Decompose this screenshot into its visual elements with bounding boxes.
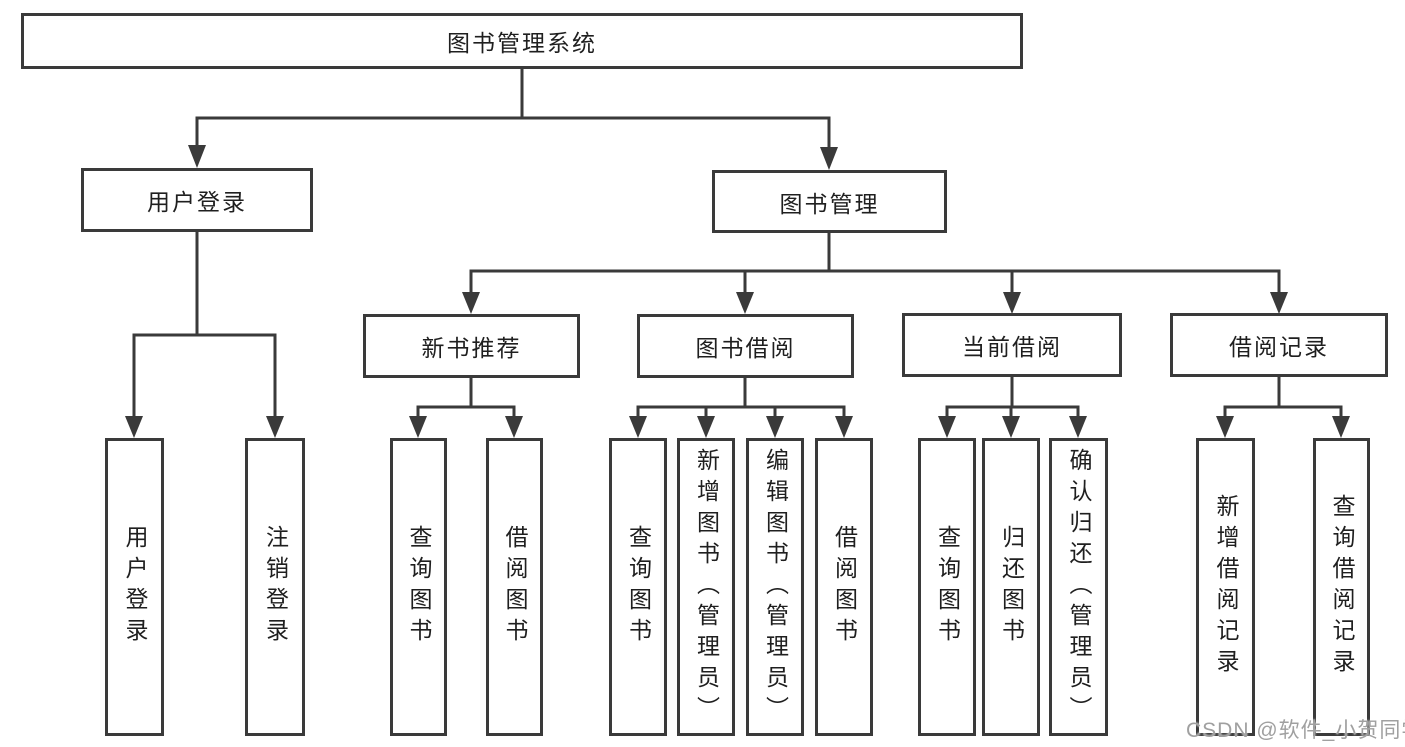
node-borrow-books-recommend: 借阅图书 [486, 438, 543, 736]
node-confirm-return-admin: 确认归还（管理员） [1049, 438, 1108, 736]
connector-user-login-children [132, 230, 277, 418]
node-user-login-leaf: 用户登录 [105, 438, 164, 736]
connector-current-borrowing-children [945, 374, 1080, 419]
node-query-borrow-record: 查询借阅记录 [1313, 438, 1370, 736]
arrowhead [1270, 292, 1288, 314]
arrowhead [125, 416, 143, 438]
node-logout: 注销登录 [245, 438, 305, 736]
arrowhead [736, 292, 754, 314]
arrowhead [505, 416, 523, 438]
node-book-borrowing: 图书借阅 [637, 314, 854, 378]
csdn-watermark: CSDN @软件_小贺同学 [1186, 719, 1405, 742]
arrowhead [835, 416, 853, 438]
arrowhead [938, 416, 956, 438]
connector-borrowing-records-children [1223, 374, 1343, 419]
node-edit-book-admin: 编辑图书（管理员） [746, 438, 804, 736]
arrowhead [409, 416, 427, 438]
connector-root-to-level2 [195, 67, 831, 149]
node-query-books-borrowing: 查询图书 [609, 438, 667, 736]
node-borrowing-records: 借阅记录 [1170, 313, 1388, 377]
connector-book-borrowing-children [636, 375, 846, 419]
connector-book-management-children [469, 231, 1281, 294]
node-query-books-current: 查询图书 [918, 438, 976, 736]
arrowhead [766, 416, 784, 438]
arrowhead [1069, 416, 1087, 438]
node-borrow-books-leaf: 借阅图书 [815, 438, 873, 736]
node-add-book-admin: 新增图书（管理员） [677, 438, 735, 736]
arrowhead [1002, 416, 1020, 438]
arrowhead [1332, 416, 1350, 438]
arrowhead [1216, 416, 1234, 438]
node-query-books-recommend: 查询图书 [390, 438, 447, 736]
arrowhead [820, 147, 838, 170]
node-library-management-system: 图书管理系统 [21, 13, 1023, 69]
node-new-book-recommend: 新书推荐 [363, 314, 580, 378]
arrowhead [462, 292, 480, 314]
node-current-borrowing: 当前借阅 [902, 313, 1122, 377]
connector-new-book-children [416, 375, 516, 419]
arrowhead [266, 416, 284, 438]
node-return-books: 归还图书 [982, 438, 1040, 736]
arrowhead [188, 145, 206, 168]
arrowhead [1003, 292, 1021, 314]
arrowhead [629, 416, 647, 438]
node-book-management: 图书管理 [712, 170, 947, 233]
node-user-login: 用户登录 [81, 168, 313, 232]
arrowhead [697, 416, 715, 438]
node-add-borrow-record: 新增借阅记录 [1196, 438, 1255, 736]
